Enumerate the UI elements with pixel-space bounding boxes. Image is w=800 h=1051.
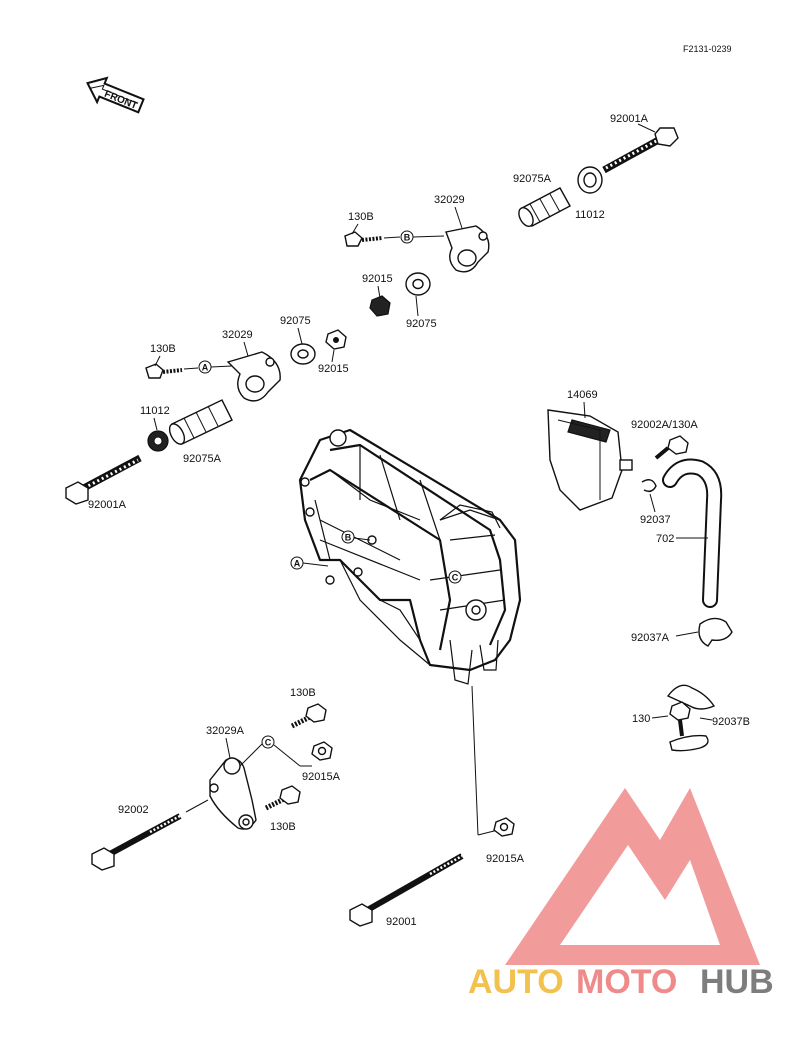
reservoir-tank-14069-icon <box>547 409 633 511</box>
clip-92037-icon <box>641 479 657 493</box>
label-130b-low-2: 130B <box>270 821 296 833</box>
bushing-92075a-top-icon <box>518 187 571 227</box>
label-92037a: 92037A <box>631 632 670 644</box>
marker-b-frame-label: B <box>345 533 352 543</box>
bracket-32029a-icon <box>209 757 257 830</box>
label-32029a: 32029A <box>206 725 245 737</box>
label-11012-left: 11012 <box>140 405 170 417</box>
label-92001: 92001 <box>386 916 417 928</box>
bolt-130b-lower-2-icon <box>264 785 301 811</box>
bolt-130-icon <box>669 701 691 737</box>
bolt-130b-lower-upper-icon <box>290 703 327 729</box>
marker-b-top-label: B <box>404 233 411 243</box>
label-92037b: 92037B <box>712 716 750 728</box>
label-92075a-top: 92075A <box>513 173 552 185</box>
bolt-130b-top-icon <box>344 231 383 247</box>
label-92037: 92037 <box>640 514 671 526</box>
bolt-92001a-top-icon <box>602 127 679 174</box>
label-92075-mid: 92075 <box>406 318 437 330</box>
marker-a-frame-label: A <box>294 559 301 569</box>
label-32029-top: 32029 <box>434 194 465 206</box>
label-702: 702 <box>656 533 674 545</box>
watermark-logo-icon <box>505 788 760 965</box>
label-11012-top: 11012 <box>575 209 605 221</box>
label-32029-left: 32029 <box>222 329 253 341</box>
label-92002a-130a: 92002A/130A <box>631 419 698 431</box>
marker-c-frame <box>448 570 462 584</box>
bolt-92001-icon <box>349 853 464 927</box>
bolt-92002a-130a-icon <box>667 435 689 455</box>
reference-code: F2131-0239 <box>683 44 732 54</box>
bolt-92001a-left-icon <box>65 454 142 505</box>
label-92015a-low-2: 92015A <box>486 853 525 865</box>
watermark-brand: AUTO MOTO HUB <box>468 963 774 1001</box>
marker-a-left-label: A <box>202 363 209 373</box>
label-92015-mid: 92015 <box>362 273 393 285</box>
marker-c-lower-label: C <box>265 738 272 748</box>
label-14069: 14069 <box>567 389 598 401</box>
watermark-part-auto: AUTO <box>468 963 564 1001</box>
bracket-32029-top-icon <box>445 225 490 273</box>
label-92001a-left: 92001A <box>88 499 127 511</box>
marker-c-frame-label: C <box>452 573 459 583</box>
clamp-92037b-icon <box>666 684 716 752</box>
label-130b-left: 130B <box>150 343 176 355</box>
bolt-130b-left-icon <box>145 363 183 379</box>
front-arrow-icon: FRONT <box>86 76 145 114</box>
watermark-part-hub: HUB <box>700 963 774 1001</box>
label-92015a-low-1: 92015A <box>302 771 341 783</box>
bolt-92002-icon <box>91 813 182 871</box>
marker-b-frame <box>341 530 355 544</box>
label-92002: 92002 <box>118 804 149 816</box>
clamp-92037a-icon <box>698 617 733 647</box>
label-92001a-top: 92001A <box>610 113 649 125</box>
bushing-92075a-left-icon <box>168 399 233 445</box>
label-130b-low-1: 130B <box>290 687 316 699</box>
watermark-part-moto: MOTO <box>576 963 677 1001</box>
marker-c-lower <box>261 735 275 749</box>
label-92075-left: 92075 <box>280 315 311 327</box>
motorcycle-frame-icon <box>298 428 522 685</box>
nut-92015-mid-icon <box>369 295 391 317</box>
label-92075a-left: 92075A <box>183 453 222 465</box>
label-92015-left: 92015 <box>318 363 349 375</box>
label-130b-top: 130B <box>348 211 374 223</box>
bracket-32029-left-icon <box>226 351 281 402</box>
label-130: 130 <box>632 713 650 725</box>
